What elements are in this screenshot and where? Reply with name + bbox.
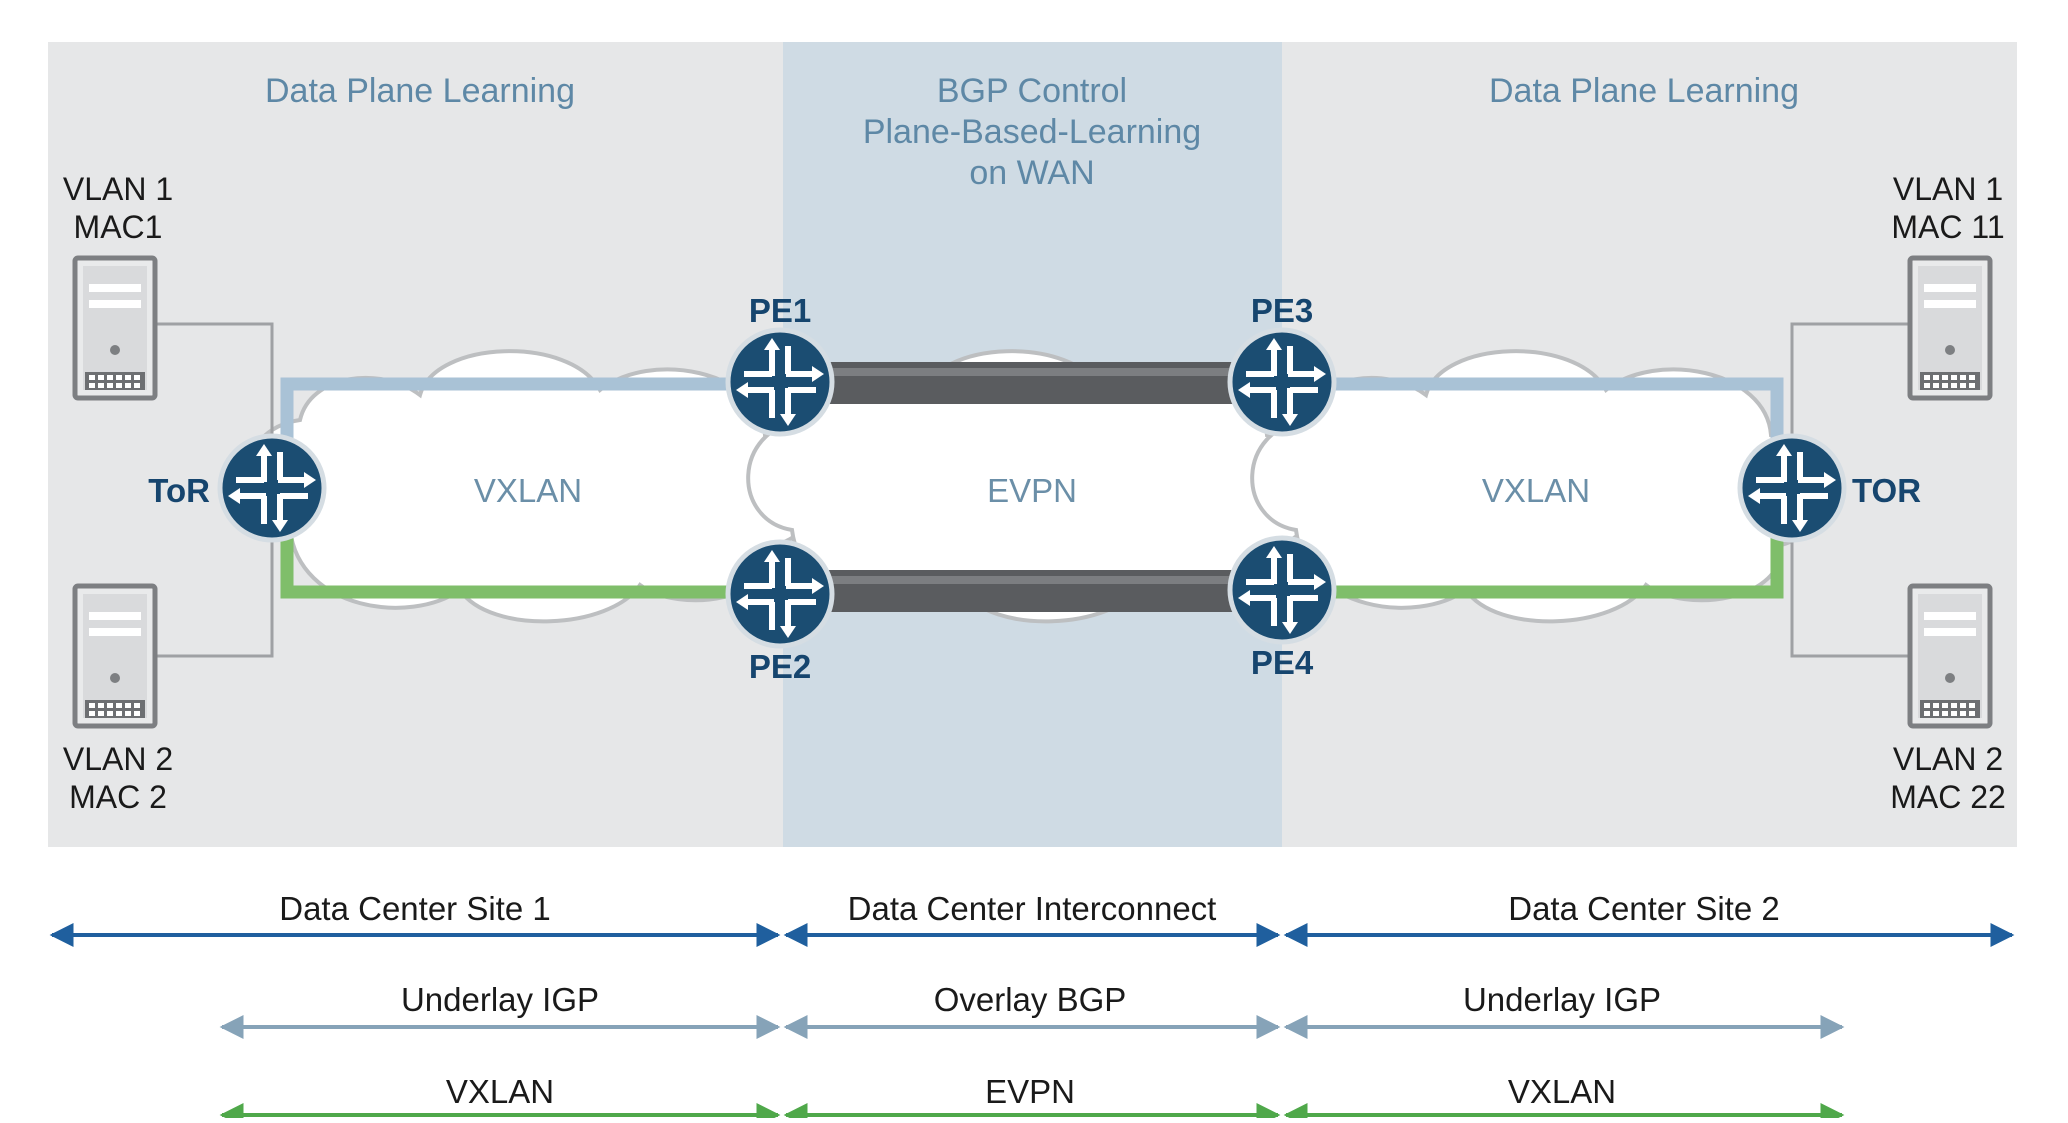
host-left-top-vlan: VLAN 1 bbox=[63, 171, 173, 207]
router-icon bbox=[1740, 436, 1844, 540]
device-label-tor-right: TOR bbox=[1852, 472, 1921, 509]
zone-left-title: Data Plane Learning bbox=[265, 72, 575, 110]
cloud-right-label: VXLAN bbox=[1482, 472, 1590, 509]
cloud-left-label: VXLAN bbox=[474, 472, 582, 509]
server-icon bbox=[75, 586, 155, 726]
host-right-bottom-vlan: VLAN 2 bbox=[1893, 741, 2003, 777]
device-label-tor-left: ToR bbox=[148, 472, 210, 509]
host-left-top-mac: MAC1 bbox=[74, 209, 163, 245]
zone-center-title-line2: Plane-Based-Learning bbox=[863, 113, 1201, 151]
server-icon bbox=[75, 258, 155, 398]
host-left-bottom-mac: MAC 2 bbox=[69, 779, 167, 815]
server-links bbox=[155, 322, 1910, 658]
host-right-top-mac: MAC 11 bbox=[1891, 209, 2004, 245]
zone-center-title-line1: BGP Control bbox=[937, 72, 1127, 110]
router-icon bbox=[1230, 538, 1334, 642]
router-icon bbox=[1230, 330, 1334, 434]
server-icon bbox=[1910, 258, 1990, 398]
zone-center-title-line3: on WAN bbox=[969, 154, 1094, 192]
host-right-bottom-mac: MAC 22 bbox=[1890, 779, 2006, 815]
span-evpn-label: EVPN bbox=[985, 1073, 1075, 1110]
wan-link-highlight bbox=[782, 368, 1282, 376]
span-dci-label: Data Center Interconnect bbox=[848, 890, 1217, 927]
server-icon bbox=[1910, 586, 1990, 726]
zone-right-title: Data Plane Learning bbox=[1489, 72, 1799, 110]
span-overlay-label: Overlay BGP bbox=[934, 981, 1127, 1018]
host-left-bottom-vlan: VLAN 2 bbox=[63, 741, 173, 777]
device-label-pe3: PE3 bbox=[1251, 292, 1313, 329]
device-label-pe2: PE2 bbox=[749, 648, 811, 685]
host-right-top-vlan: VLAN 1 bbox=[1893, 171, 2003, 207]
span-underlay-left-label: Underlay IGP bbox=[401, 981, 599, 1018]
span-vxlan-right-label: VXLAN bbox=[1508, 1073, 1616, 1110]
cloud-center-label: EVPN bbox=[987, 472, 1077, 509]
router-icon bbox=[220, 436, 324, 540]
span-site1-label: Data Center Site 1 bbox=[279, 890, 550, 927]
router-icon bbox=[728, 330, 832, 434]
span-underlay-right-label: Underlay IGP bbox=[1463, 981, 1661, 1018]
span-vxlan-left-label: VXLAN bbox=[446, 1073, 554, 1110]
wan-link-highlight bbox=[782, 576, 1282, 584]
device-label-pe1: PE1 bbox=[749, 292, 811, 329]
span-site2-label: Data Center Site 2 bbox=[1508, 890, 1779, 927]
router-icon bbox=[728, 542, 832, 646]
device-label-pe4: PE4 bbox=[1251, 644, 1314, 681]
